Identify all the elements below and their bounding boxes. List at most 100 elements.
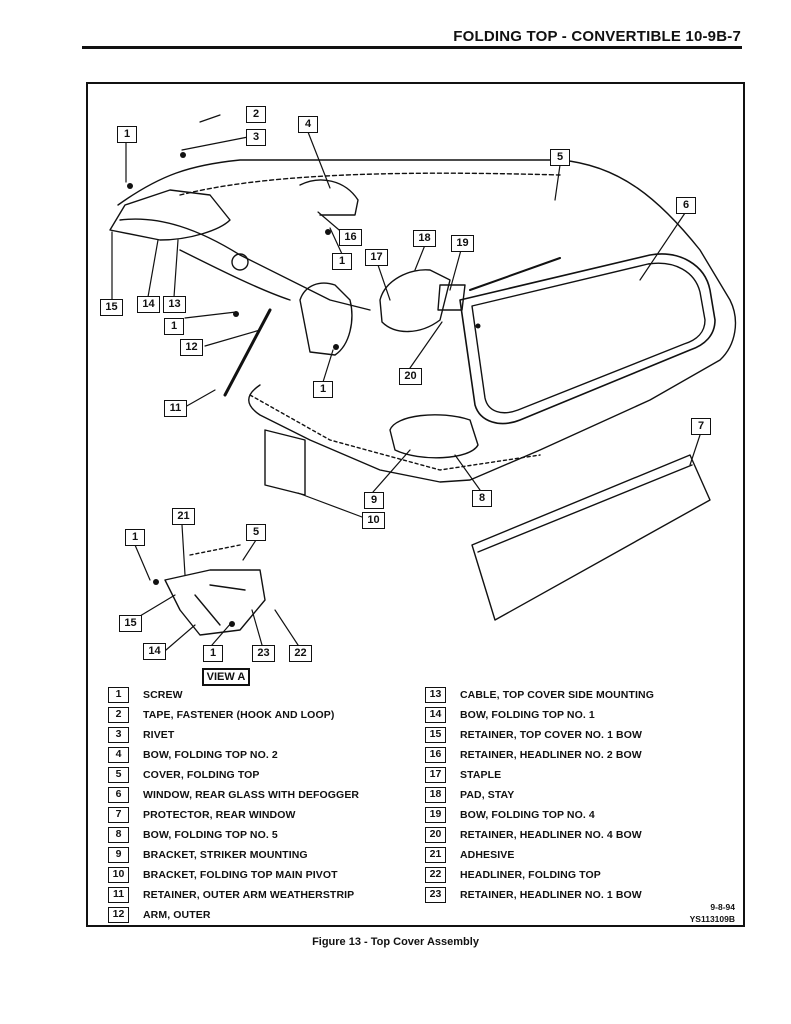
legend-text: PAD, STAY: [460, 788, 515, 801]
callout-15: 15: [100, 299, 123, 316]
legend-number: 5: [108, 766, 129, 783]
legend-number: 10: [108, 866, 129, 883]
callout-21: 21: [172, 508, 195, 525]
legend-text: ADHESIVE: [460, 848, 515, 861]
view-a-label: VIEW A: [202, 668, 250, 686]
legend-number: 18: [425, 786, 446, 803]
legend-text: WINDOW, REAR GLASS WITH DEFOGGER: [143, 788, 360, 801]
callout-22: 22: [289, 645, 312, 662]
legend-text: HEADLINER, FOLDING TOP: [460, 868, 601, 881]
legend-item: 8 BOW, FOLDING TOP NO. 5: [108, 826, 278, 843]
legend-text: RETAINER, HEADLINER NO. 1 BOW: [460, 888, 642, 901]
legend-text: RETAINER, HEADLINER NO. 4 BOW: [460, 828, 642, 841]
header-rule: [82, 46, 742, 49]
legend-number: 13: [425, 686, 446, 703]
legend-text: BOW, FOLDING TOP NO. 1: [460, 708, 595, 721]
legend-item: 5 COVER, FOLDING TOP: [108, 766, 260, 783]
callout-2: 2: [246, 106, 266, 123]
legend-item: 16 RETAINER, HEADLINER NO. 2 BOW: [425, 746, 642, 763]
legend-number: 11: [108, 886, 129, 903]
legend-item: 11 RETAINER, OUTER ARM WEATHERSTRIP: [108, 886, 354, 903]
page-header-title: FOLDING TOP - CONVERTIBLE 10-9B-7: [453, 28, 741, 45]
legend-text: BOW, FOLDING TOP NO. 5: [143, 828, 278, 841]
legend-number: 3: [108, 726, 129, 743]
legend-text: TAPE, FASTENER (HOOK AND LOOP): [143, 708, 335, 721]
bow-no2: [299, 179, 359, 216]
callout-1: 1: [313, 381, 333, 398]
legend-text: RETAINER, HEADLINER NO. 2 BOW: [460, 748, 642, 761]
figure-id-code: YS113109B: [689, 914, 735, 924]
callout-17: 17: [365, 249, 388, 266]
callout-9: 9: [364, 492, 384, 509]
callout-12: 12: [180, 339, 203, 356]
callout-11: 11: [164, 400, 187, 417]
callout-4: 4: [298, 116, 318, 133]
legend-text: RIVET: [143, 728, 175, 741]
outer-arm: [299, 282, 353, 356]
legend-text: BRACKET, FOLDING TOP MAIN PIVOT: [143, 868, 338, 881]
weatherstrip-retainer: [223, 308, 272, 397]
legend-number: 12: [108, 906, 129, 923]
legend-number: 1: [108, 686, 129, 703]
legend-text: SCREW: [143, 688, 183, 701]
figure-frame: [86, 82, 745, 927]
legend-number: 8: [108, 826, 129, 843]
legend-number: 15: [425, 726, 446, 743]
legend-item: 18 PAD, STAY: [425, 786, 514, 803]
callout-5: 5: [550, 149, 570, 166]
view-a-bow: [194, 584, 246, 626]
legend-item: 22 HEADLINER, FOLDING TOP: [425, 866, 601, 883]
legend-text: RETAINER, OUTER ARM WEATHERSTRIP: [143, 888, 355, 901]
callout-14: 14: [137, 296, 160, 313]
legend-item: 2 TAPE, FASTENER (HOOK AND LOOP): [108, 706, 334, 723]
bow-no1-side: [109, 189, 231, 241]
callout-1: 1: [332, 253, 352, 270]
defogger-line: [469, 257, 561, 291]
callout-6: 6: [676, 197, 696, 214]
callout-15: 15: [119, 615, 142, 632]
legend-text: BRACKET, STRIKER MOUNTING: [143, 848, 308, 861]
callout-3: 3: [246, 129, 266, 146]
figure-date-code: 9-8-94: [710, 902, 735, 912]
top-cover-edge: [119, 218, 371, 311]
callout-16: 16: [339, 229, 362, 246]
callout-20: 20: [399, 368, 422, 385]
legend-text: BOW, FOLDING TOP NO. 4: [460, 808, 595, 821]
legend-text: STAPLE: [460, 768, 502, 781]
legend-number: 2: [108, 706, 129, 723]
callout-5: 5: [246, 524, 266, 541]
screw-marks: [127, 152, 481, 627]
callout-10: 10: [362, 512, 385, 529]
callout-1: 1: [117, 126, 137, 143]
legend-text: COVER, FOLDING TOP: [143, 768, 260, 781]
legend-number: 4: [108, 746, 129, 763]
callout-8: 8: [472, 490, 492, 507]
striker-bracket: [264, 429, 306, 496]
legend-item: 23 RETAINER, HEADLINER NO. 1 BOW: [425, 886, 642, 903]
legend-item: 1 SCREW: [108, 686, 183, 703]
legend-number: 23: [425, 886, 446, 903]
callout-1: 1: [125, 529, 145, 546]
callout-23: 23: [252, 645, 275, 662]
callout-14: 14: [143, 643, 166, 660]
callout-7: 7: [691, 418, 711, 435]
legend-number: 16: [425, 746, 446, 763]
bow-no5: [389, 414, 479, 459]
legend-number: 22: [425, 866, 446, 883]
protector-edge: [477, 464, 693, 553]
callout-18: 18: [413, 230, 436, 247]
view-a-bracket: [164, 569, 266, 636]
legend-item: 10 BRACKET, FOLDING TOP MAIN PIVOT: [108, 866, 338, 883]
pad-stay: [379, 269, 451, 333]
